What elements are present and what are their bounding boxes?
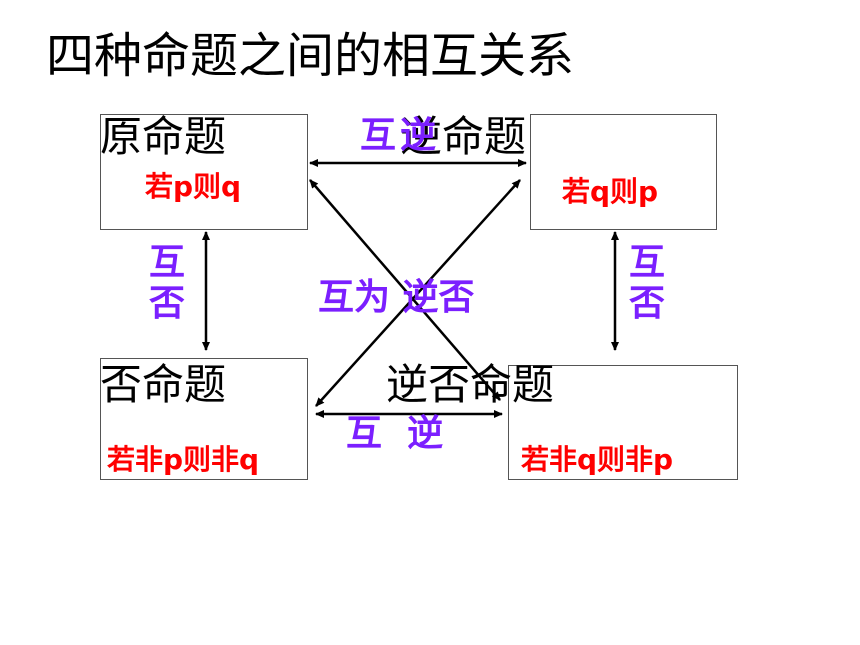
contrapositive-proposition-condition: 若非q则非p [521,443,674,476]
relation-label-right: 互否 [628,242,665,325]
arrow-diagonal-2 [315,179,521,407]
original-proposition-box [100,114,308,230]
original-proposition-condition: 若p则q [145,170,242,203]
contrapositive-proposition-box [508,365,738,480]
relation-label-left: 互否 [148,242,185,325]
converse-proposition-box [530,114,717,230]
relation-label-top: 互逆 [360,115,441,156]
relation-label-bottom: 互 逆 [346,413,444,454]
converse-proposition-condition: 若q则p [562,175,659,208]
converse-proposition-name: 逆命题 [400,112,527,161]
contrapositive-proposition-name: 逆否命题 [386,360,555,409]
relation-label-diagonal: 互为 逆否 [318,277,475,318]
page-title: 四种命题之间的相互关系 [46,28,575,84]
inverse-proposition-condition: 若非p则非q [107,443,260,476]
inverse-proposition-box [100,358,308,480]
inverse-proposition-name: 否命题 [100,360,227,409]
original-proposition-name: 原命题 [100,112,227,161]
